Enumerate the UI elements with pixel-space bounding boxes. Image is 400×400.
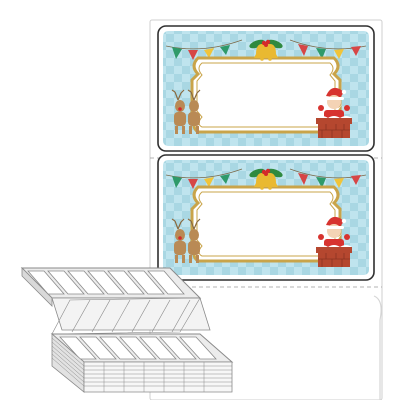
christmas-label-1 — [157, 25, 375, 152]
fanfold-bottom-stack — [50, 333, 234, 393]
fanfold-top-strip — [20, 267, 202, 307]
fanfold-diagonal-strip — [51, 297, 211, 335]
christmas-label-2 — [157, 154, 375, 281]
fanfold-label-stack — [20, 267, 234, 393]
sheet-fold-curl — [373, 295, 382, 400]
